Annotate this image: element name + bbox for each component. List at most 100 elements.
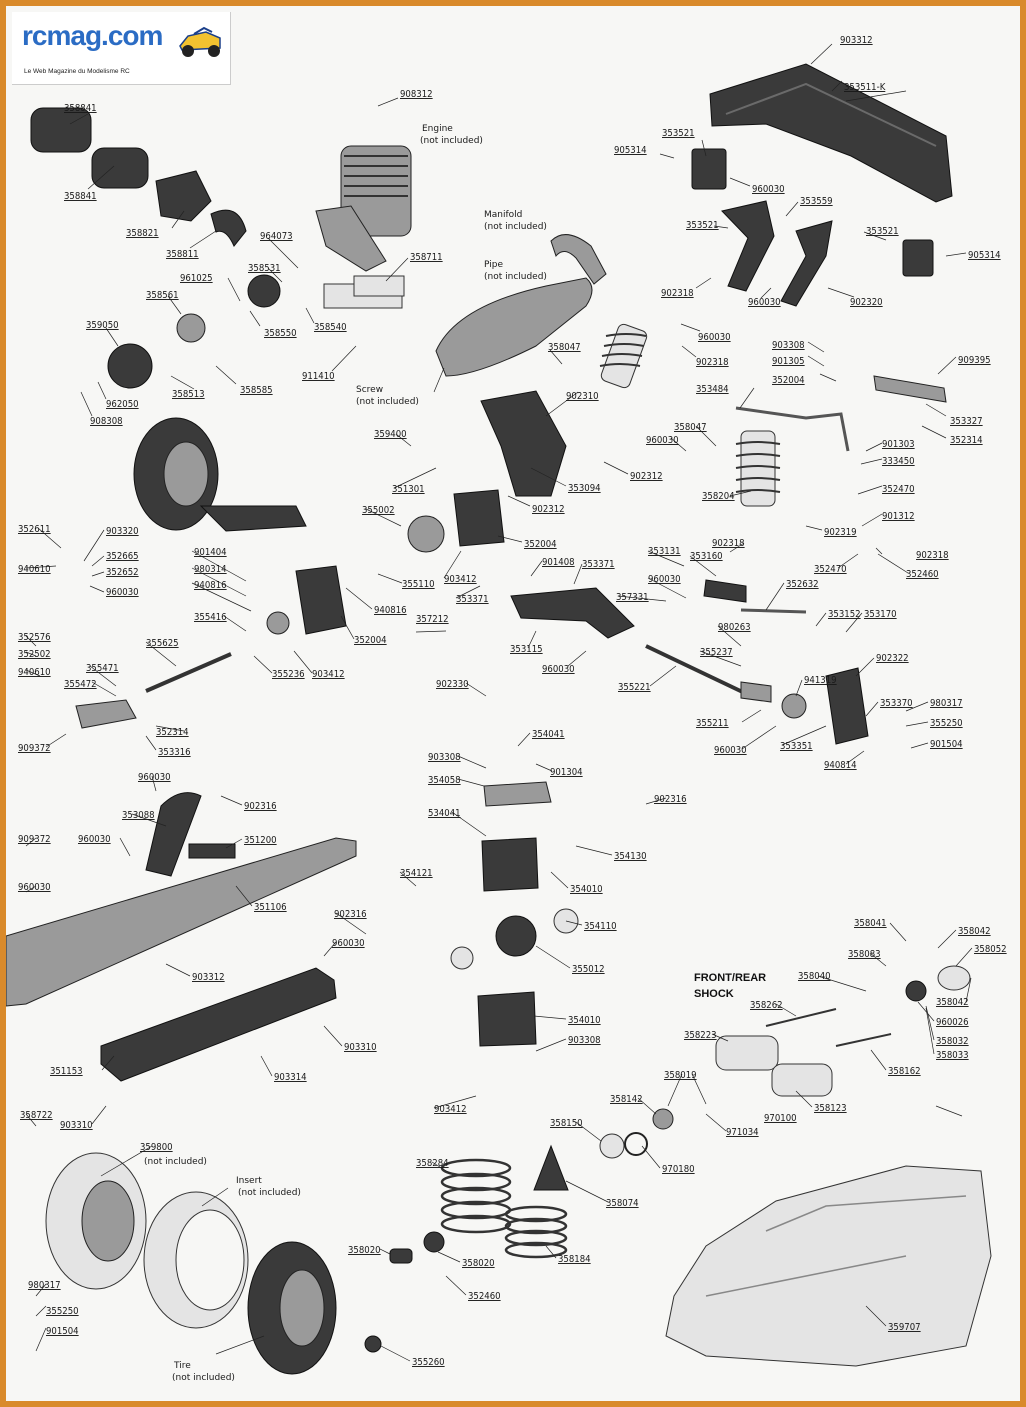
- part-label: 358083: [848, 949, 881, 960]
- part-label: 354121: [400, 868, 433, 879]
- note-screw-not-included: (not included): [356, 397, 419, 407]
- part-label: 352004: [524, 539, 557, 550]
- drive-shaft-rear: [645, 644, 752, 698]
- part-label: 353521: [662, 128, 695, 139]
- drive-shaft-front: [145, 652, 232, 693]
- part-label: 903312: [840, 35, 873, 46]
- part-label: 354010: [570, 884, 603, 895]
- air-filter-foam-inner: [91, 147, 149, 189]
- part-label: 901312: [882, 511, 915, 522]
- part-label: 901304: [550, 767, 583, 778]
- part-label: 358841: [64, 103, 97, 114]
- part-label: 901305: [772, 356, 805, 367]
- part-label: 358052: [974, 944, 1007, 955]
- part-label: 358074: [606, 1198, 639, 1209]
- part-label: 358033: [936, 1050, 969, 1061]
- note-tire-not-included: (not included): [172, 1373, 235, 1383]
- part-label: 901504: [930, 739, 963, 750]
- part-label: 902316: [244, 801, 277, 812]
- note-screw: Screw: [356, 385, 383, 395]
- spring-cone: [533, 1144, 569, 1191]
- part-label: 960030: [698, 332, 731, 343]
- part-label: 353511-K: [844, 82, 886, 93]
- part-label: 940814: [824, 760, 857, 771]
- note-pipe: Pipe: [484, 260, 503, 270]
- part-label: 902316: [654, 794, 687, 805]
- rear-arm-assembled: [199, 505, 307, 532]
- part-label: 960030: [752, 184, 785, 195]
- sway-bar: [735, 406, 850, 452]
- air-filter-elbow: [210, 209, 247, 247]
- part-label: 358047: [674, 422, 707, 433]
- part-label: 940816: [374, 605, 407, 616]
- spring-cup: [423, 1231, 445, 1253]
- part-label: 902312: [630, 471, 663, 482]
- part-label: 357212: [416, 614, 449, 625]
- rear-wheel: [133, 417, 219, 531]
- center-diff-plate-left: [450, 946, 474, 970]
- part-label: 354010: [568, 1015, 601, 1026]
- wing-button-right: [902, 239, 934, 277]
- part-label: 353371: [456, 594, 489, 605]
- part-label: 902312: [532, 504, 565, 515]
- center-diff-mount-top: [481, 837, 539, 892]
- lower-arm: [510, 587, 635, 639]
- part-label: 358142: [610, 1094, 643, 1105]
- clutch-shoe: [176, 313, 206, 343]
- part-label: 355002: [362, 505, 395, 516]
- chassis-plate: [6, 837, 357, 1007]
- logo-name: rcmag.com: [22, 20, 163, 51]
- air-filter-base: [155, 170, 212, 222]
- shock-shaft-front: [765, 1008, 837, 1027]
- part-label: 902318: [916, 550, 949, 561]
- part-label: 901404: [194, 547, 227, 558]
- part-label: 905314: [614, 145, 647, 156]
- part-label: 352632: [786, 579, 819, 590]
- part-label: 358041: [854, 918, 887, 929]
- part-label: 971034: [726, 1127, 759, 1138]
- part-label: 960030: [646, 435, 679, 446]
- part-label: 909372: [18, 743, 51, 754]
- steering-link: [873, 375, 947, 403]
- part-label: 903314: [274, 1072, 307, 1083]
- wing-button-left: [691, 148, 727, 190]
- part-label: 903412: [312, 669, 345, 680]
- part-label: 903312: [192, 972, 225, 983]
- body-shell: [665, 1165, 992, 1367]
- part-label: 353094: [568, 483, 601, 494]
- part-label: 902320: [850, 297, 883, 308]
- part-label: 352460: [468, 1291, 501, 1302]
- part-label: 909395: [958, 355, 991, 366]
- note-insert-not-included: (not included): [238, 1188, 301, 1198]
- shock-heading-line-1: FRONT/REAR: [694, 972, 766, 984]
- part-label: 353351: [780, 741, 813, 752]
- engine-mount-b: [353, 275, 405, 297]
- part-label: 358162: [888, 1066, 921, 1077]
- part-label: 355012: [572, 964, 605, 975]
- rear-shock-tower: [480, 390, 567, 497]
- tuned-pipe: [435, 277, 593, 377]
- part-number-labels: 903312 353511-K 908312 358841 358841 353…: [18, 35, 1007, 1368]
- part-label: 355260: [412, 1357, 445, 1368]
- part-label: 358262: [750, 1000, 783, 1011]
- part-label: 351200: [244, 835, 277, 846]
- front-gearbox: [295, 565, 347, 635]
- part-label: 902318: [661, 288, 694, 299]
- part-label: 355250: [46, 1306, 79, 1317]
- part-label: 355237: [700, 647, 733, 658]
- note-insert: Insert: [236, 1176, 262, 1186]
- part-label: 358841: [64, 191, 97, 202]
- part-label: 980317: [930, 698, 963, 709]
- diagram-canvas: Engine (not included) Manifold (not incl…: [6, 35, 1007, 1383]
- part-label: 353115: [510, 644, 543, 655]
- part-label: 353088: [122, 810, 155, 821]
- part-label: 901408: [542, 557, 575, 568]
- center-diff: [495, 915, 537, 957]
- part-label: 911410: [302, 371, 335, 382]
- part-label: 351301: [392, 484, 425, 495]
- side-guard: [100, 967, 337, 1082]
- part-label: 960030: [78, 834, 111, 845]
- part-label: 903310: [344, 1042, 377, 1053]
- part-label: 359800: [140, 1142, 173, 1153]
- part-label: 905314: [968, 250, 1001, 261]
